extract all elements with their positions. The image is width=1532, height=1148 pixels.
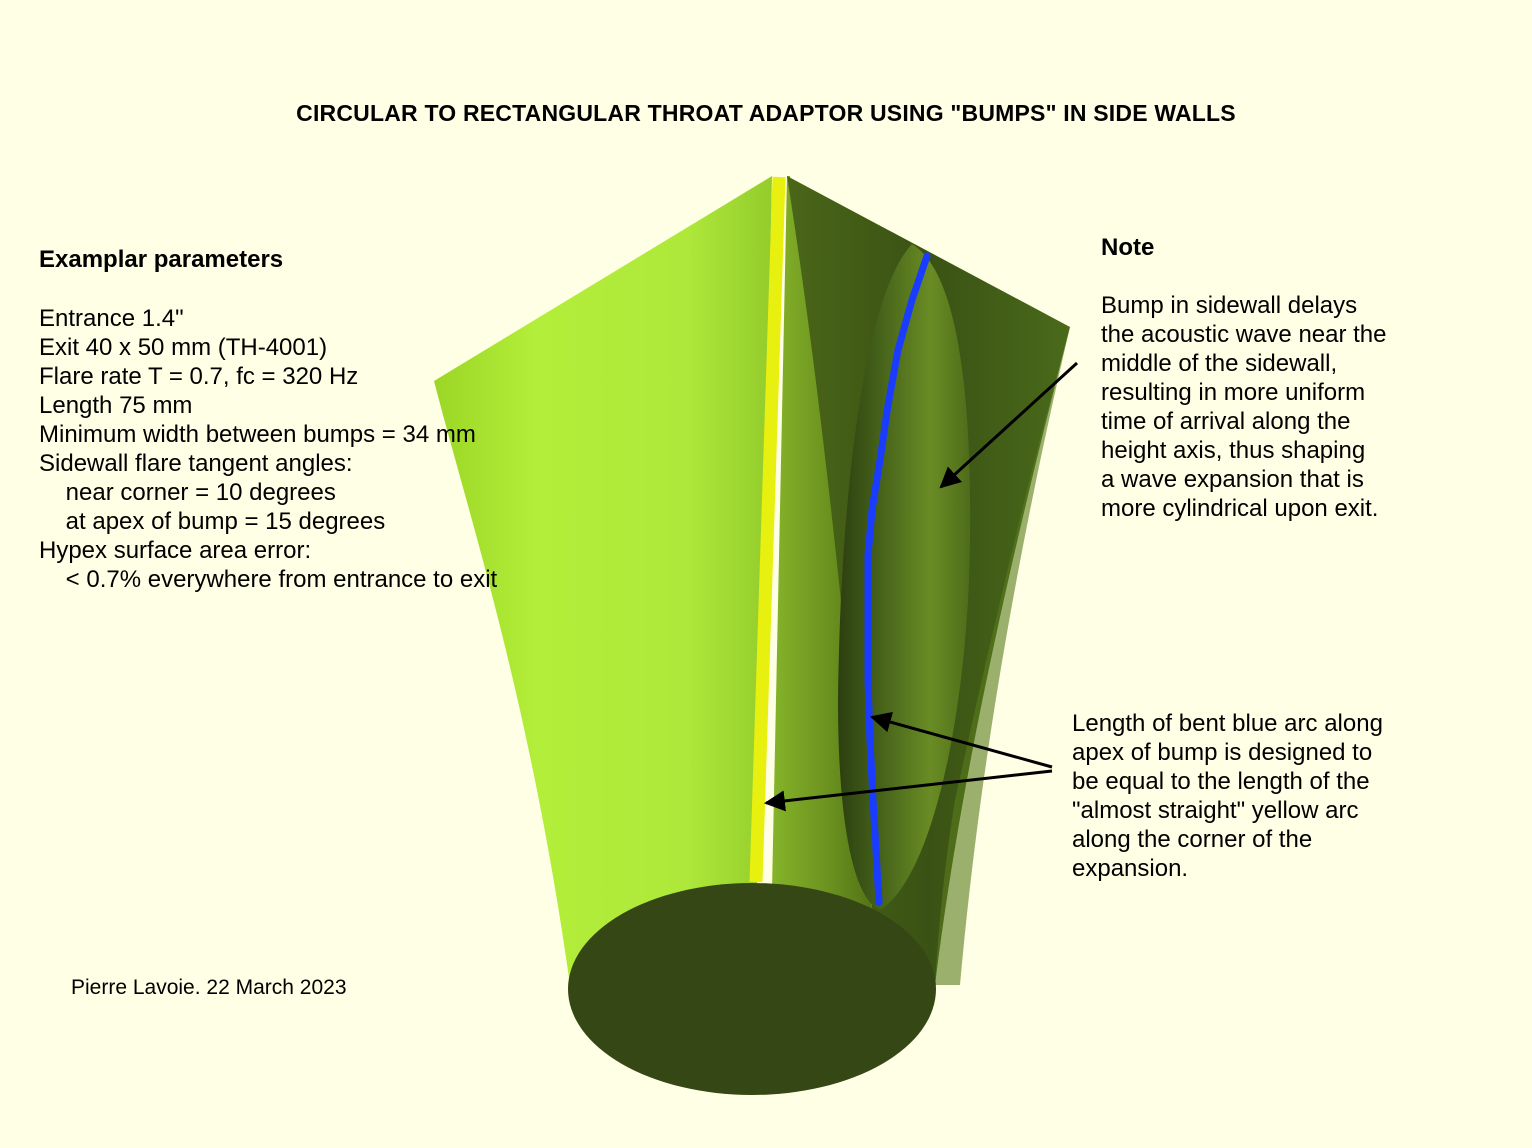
arc-length-note: Length of bent blue arc along apex of bu… [1072, 710, 1383, 882]
circular-entrance [568, 883, 936, 1095]
parameter-line: near corner = 10 degrees [39, 479, 336, 506]
light-side-face [434, 176, 772, 985]
note-arrow [939, 361, 1079, 489]
yellow-arc-arrow [763, 769, 1053, 812]
yellow-corner-arc [749, 176, 786, 883]
parameter-line: Hypex surface area error: [39, 537, 312, 564]
parameter-line: Minimum width between bumps = 34 mm [39, 421, 476, 448]
parameter-line: Length 75 mm [39, 392, 193, 419]
parameter-line: at apex of bump = 15 degrees [39, 508, 386, 535]
parameter-line: Flare rate T = 0.7, fc = 320 Hz [39, 363, 359, 390]
parameter-line: Sidewall flare tangent angles: [39, 450, 353, 477]
parameters-heading: Examplar parameters [39, 246, 284, 273]
note-heading: Note [1101, 234, 1155, 261]
page-title: CIRCULAR TO RECTANGULAR THROAT ADAPTOR U… [296, 100, 1236, 126]
right-edge-band [935, 327, 1070, 985]
parameters-list: Entrance 1.4" Exit 40 x 50 mm (TH-4001) … [39, 304, 497, 594]
parameter-line: Entrance 1.4" [39, 305, 184, 332]
blue-bump-arc [864, 252, 931, 906]
note-body: Bump in sidewall delays the acoustic wav… [1101, 292, 1387, 522]
parameter-line: Exit 40 x 50 mm (TH-4001) [39, 334, 328, 361]
parameter-line: < 0.7% everywhere from entrance to exit [39, 566, 498, 593]
blue-arc-arrow [869, 711, 1053, 769]
author-credit: Pierre Lavoie. 22 March 2023 [71, 976, 347, 999]
